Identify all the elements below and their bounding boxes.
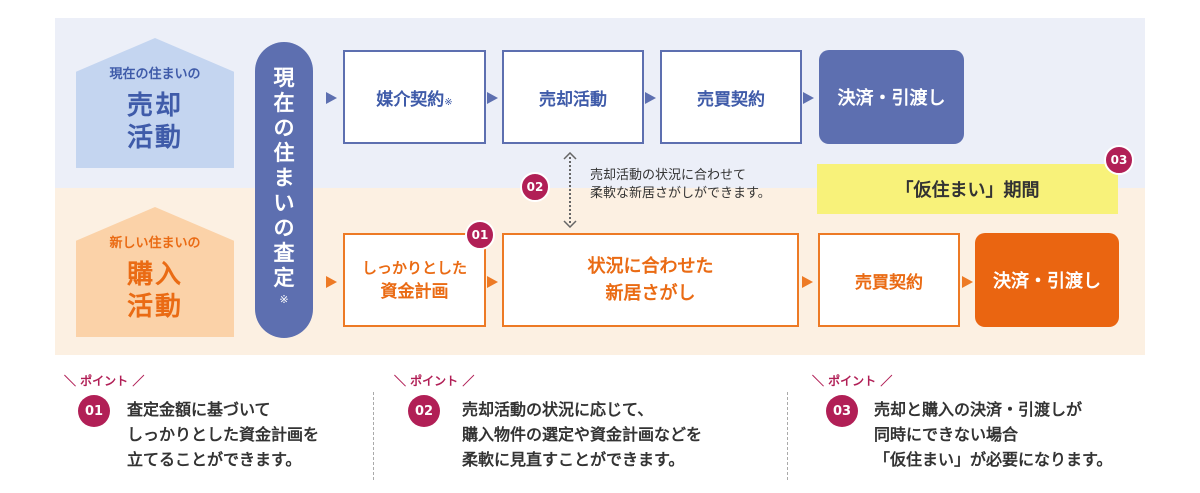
point-01-number: 01	[78, 395, 110, 427]
assessment-char: 定	[273, 266, 295, 290]
point-03-line2: 同時にできない場合	[874, 425, 1019, 444]
buy-step2-line1: 状況に合わせた	[587, 256, 714, 277]
temporary-housing-period: 「仮住まい」期間	[817, 164, 1118, 214]
sell-step-sales-activity: 売却活動	[502, 50, 644, 144]
assessment-char: 査	[273, 241, 295, 265]
point-03-line3: 「仮住まい」が必要になります。	[874, 450, 1113, 469]
point-02-text: 売却活動の状況に応じて、 購入物件の選定や資金計画などを 柔軟に見直すことができ…	[462, 397, 702, 472]
assessment-char: い	[273, 191, 295, 215]
arrow-icon	[326, 276, 337, 288]
assessment-char: 在	[273, 91, 295, 115]
assessment-char: ま	[273, 166, 295, 190]
buy-step2-line2: 新居さがし	[605, 283, 696, 304]
point-02-line1: 売却活動の状況に応じて、	[462, 400, 654, 419]
buy-step-sales-contract: 売買契約	[818, 233, 960, 327]
note-line1: 売却活動の状況に合わせて	[590, 168, 747, 183]
point-01: ＼ ポイント ／	[64, 372, 144, 389]
buy-step-financial-plan: しっかりとした 資金計画	[343, 233, 486, 327]
arrow-icon	[803, 92, 814, 104]
point-03-line1: 売却と購入の決済・引渡しが	[874, 400, 1083, 419]
new-home-title-line1: 購入	[126, 260, 183, 290]
point-03: ＼ ポイント ／	[812, 372, 892, 389]
new-home-small-label: 新しい住まいの	[109, 236, 201, 251]
buy-step1-line2: 資金計画	[380, 282, 449, 302]
assessment-char: の	[273, 216, 295, 240]
arrow-icon	[962, 276, 973, 288]
point-02-line3: 柔軟に見直すことができます。	[462, 450, 685, 469]
badge-03: 03	[1104, 145, 1134, 175]
point-02-number: 02	[408, 395, 440, 427]
point-02-line2: 購入物件の選定や資金計画などを	[462, 425, 703, 444]
up-arrow-icon	[563, 152, 577, 160]
arrow-icon	[802, 276, 813, 288]
badge-01: 01	[465, 220, 495, 250]
buy-step-house-hunting: 状況に合わせた 新居さがし	[502, 233, 799, 327]
point-03-text: 売却と購入の決済・引渡しが 同時にできない場合 「仮住まい」が必要になります。	[874, 397, 1112, 472]
assessment-char: の	[273, 116, 295, 140]
point-03-number: 03	[826, 395, 858, 427]
dotted-connector	[569, 157, 571, 223]
point-label: ＼ ポイント ／	[394, 374, 475, 388]
sell-step2-label: 売却活動	[539, 89, 607, 110]
assessment-char: 住	[273, 141, 295, 165]
sell-step-brokerage-contract: 媒介契約※	[343, 50, 486, 144]
arrow-icon	[645, 92, 656, 104]
sell-step1-mark: ※	[444, 96, 453, 108]
buy-step3-label: 売買契約	[855, 272, 923, 293]
flexibility-note: 売却活動の状況に合わせて 柔軟な新居さがしができます。	[590, 167, 771, 203]
buy-step4-label: 決済・引渡し	[993, 271, 1101, 292]
point-separator	[373, 392, 374, 480]
point-01-line3: 立てることができます。	[127, 450, 302, 469]
current-home-title-line2: 活動	[126, 123, 183, 153]
point-01-line2: しっかりとした資金計画を	[127, 425, 320, 444]
assessment-mark: ※	[279, 293, 289, 306]
arrow-icon	[487, 92, 498, 104]
sell-step4-label: 決済・引渡し	[837, 88, 946, 109]
point-label: ＼ ポイント ／	[64, 374, 145, 388]
badge-02: 02	[520, 172, 550, 202]
current-home-small-label: 現在の住まいの	[109, 67, 201, 82]
current-home-title-line1: 売却	[126, 91, 183, 121]
sell-step3-label: 売買契約	[697, 89, 765, 110]
note-line2: 柔軟な新居さがしができます。	[590, 186, 771, 201]
sell-step-sales-contract: 売買契約	[660, 50, 802, 144]
point-label: ＼ ポイント ／	[812, 374, 893, 388]
buy-step1-line1: しっかりとした	[361, 259, 467, 277]
assessment-pill: 現 在 の 住 ま い の 査 定 ※	[255, 42, 313, 338]
temporary-label: 「仮住まい」期間	[895, 180, 1040, 201]
sell-step-settlement: 決済・引渡し	[819, 50, 964, 144]
down-arrow-icon	[563, 220, 577, 228]
point-01-text: 査定金額に基づいて しっかりとした資金計画を 立てることができます。	[127, 397, 319, 472]
sell-step1-label: 媒介契約	[376, 89, 445, 110]
point-separator	[787, 392, 788, 480]
arrow-icon	[487, 276, 498, 288]
new-home-title-line2: 活動	[126, 292, 183, 322]
buy-step-settlement: 決済・引渡し	[975, 233, 1119, 327]
arrow-icon	[326, 92, 337, 104]
assessment-char: 現	[273, 66, 295, 90]
point-02: ＼ ポイント ／	[394, 372, 474, 389]
point-01-line1: 査定金額に基づいて	[127, 400, 271, 419]
